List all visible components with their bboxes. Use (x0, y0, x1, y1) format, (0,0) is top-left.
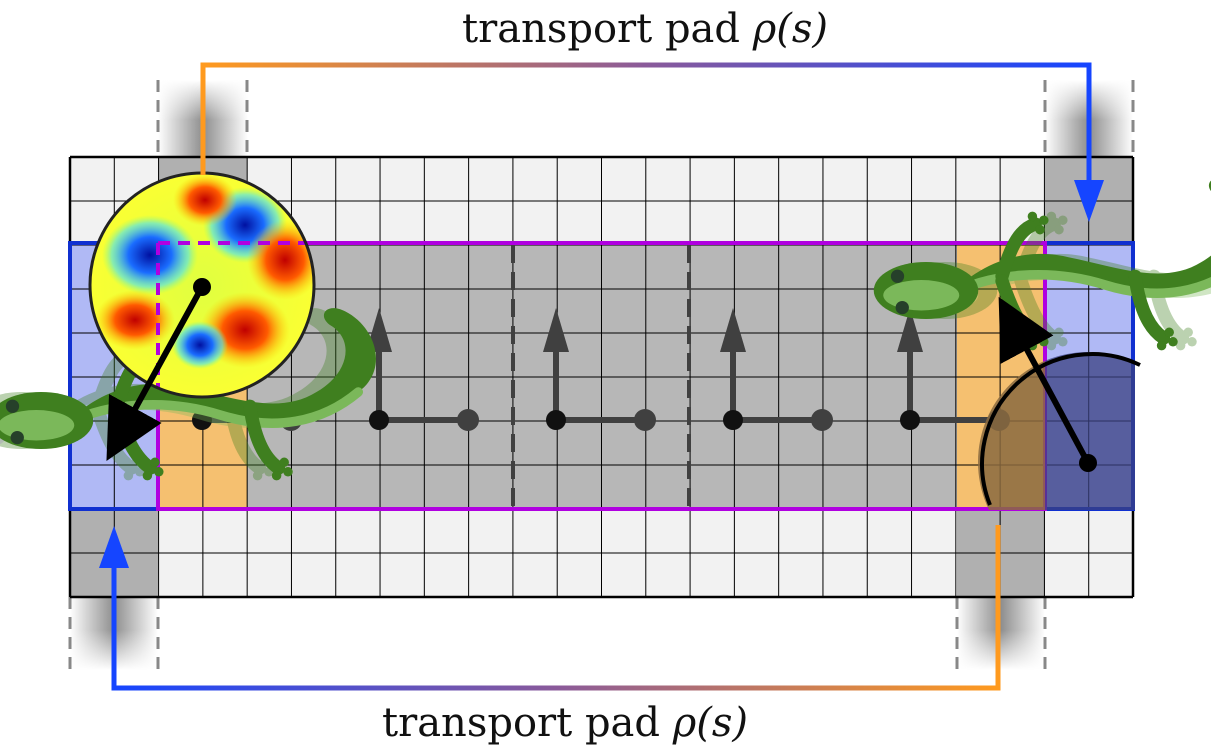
top-caption: transport pad ρ(s) (462, 6, 828, 52)
stencil-vector (720, 308, 833, 431)
right-displacement-arrow (998, 296, 1091, 465)
bottom-transport-connector (99, 525, 1001, 691)
top-transport-connector (200, 62, 1104, 222)
bottom-caption: transport pad ρ(s) (382, 700, 748, 746)
stencil-vector (543, 308, 656, 431)
bottom-transport-arrowhead (99, 526, 129, 568)
domain-dividers (511, 245, 691, 508)
field-map-circle (88, 171, 316, 399)
stencil-vector (366, 308, 479, 431)
displacement-arrows (106, 278, 1097, 472)
left-displacement-arrow (106, 285, 205, 462)
top-transport-arrowhead (1074, 180, 1104, 222)
